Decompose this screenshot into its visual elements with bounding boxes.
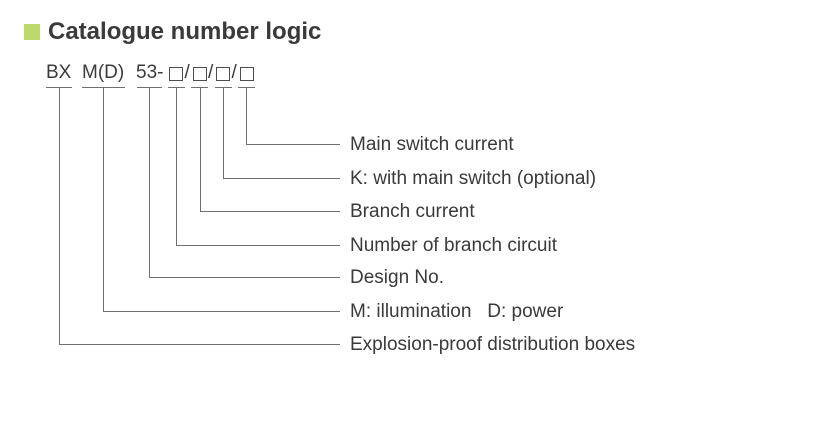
connector-elbow [200,87,340,212]
section-title: Catalogue number logic [48,18,322,45]
code-placeholder-box [239,67,254,81]
legend-label: K: with main switch (optional) [350,168,597,189]
code-placeholder-box [169,67,183,81]
connector-elbow [103,87,340,312]
code-placeholder-box [216,67,230,81]
legend-label: Main switch current [350,134,514,155]
legend-label: Branch current [350,201,475,222]
section-bullet-square [24,24,40,40]
legend-label: Design No. [350,267,444,288]
code-separator-slash: / [208,62,214,83]
connector-elbow [246,87,340,145]
legend-label: Number of branch circuit [350,235,557,256]
code-segment-text: 53- [136,62,164,83]
code-placeholder-box [192,67,207,81]
legend-label: Explosion-proof distribution boxes [350,334,636,355]
connector-elbow [176,87,340,246]
code-segment-text: M(D) [82,62,125,83]
segment-underline [191,87,208,88]
connector-elbow [223,87,340,179]
code-segment-text: BX [46,62,72,83]
connector-elbow [59,87,340,345]
code-separator-slash: / [231,62,237,83]
legend-label: M: illumination D: power [350,301,564,322]
connector-elbow [149,87,340,278]
code-separator-slash: / [184,62,190,83]
